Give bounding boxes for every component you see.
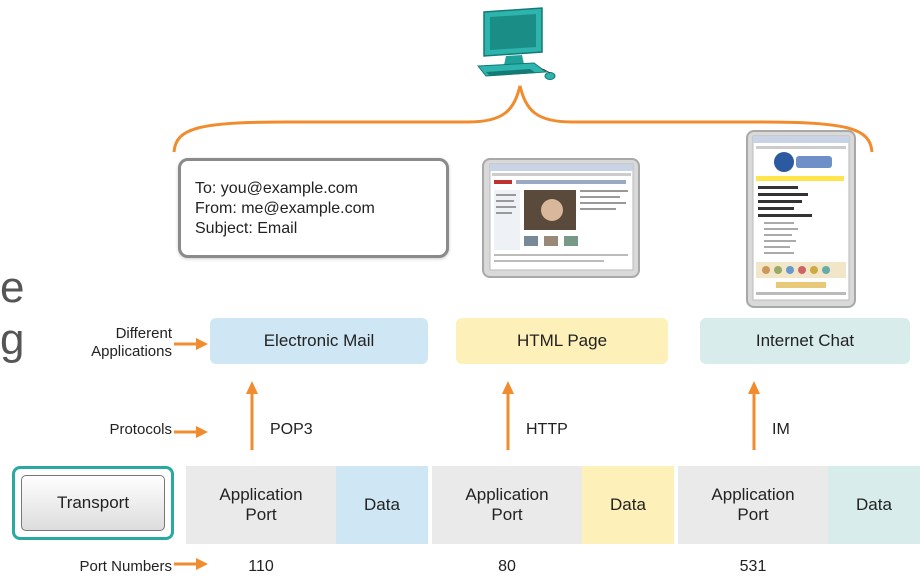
arrow-right-icon <box>174 338 208 350</box>
clipped-text-line-1: e <box>0 263 25 312</box>
segment-port-field: Application Port <box>186 466 336 544</box>
email-card: To: you@example.com From: me@example.com… <box>178 158 449 258</box>
segment-data-field: Data <box>582 466 674 544</box>
arrow-up-icon <box>748 381 760 450</box>
grouping-brace <box>172 85 874 153</box>
protocol-label-im: IM <box>772 421 790 438</box>
web-browser-thumbnail <box>482 158 640 278</box>
arrow-up-icon <box>502 381 514 450</box>
label-applications-line-2: Applications <box>91 343 172 360</box>
segment-port-label-line-1: Application <box>465 485 549 504</box>
segment-chat: Application Port Data <box>678 466 920 544</box>
protocol-label-pop3: POP3 <box>270 421 313 438</box>
application-box-email: Electronic Mail <box>210 318 428 364</box>
email-from-line: From: me@example.com <box>195 200 375 217</box>
port-number-http: 80 <box>498 558 516 575</box>
label-port-numbers: Port Numbers <box>79 558 172 575</box>
clipped-text-line-2: g <box>0 315 25 364</box>
transport-label-text: Transport <box>56 493 130 512</box>
label-protocols: Protocols <box>109 421 172 438</box>
port-number-email: 110 <box>248 558 274 575</box>
port-number-chat: 531 <box>739 558 767 575</box>
transport-label: Transport <box>21 475 165 531</box>
application-box-chat: Internet Chat <box>700 318 910 364</box>
segment-html: Application Port Data <box>432 466 674 544</box>
computer-icon <box>477 7 556 80</box>
transport-layer-badge: Transport <box>12 466 174 540</box>
segment-port-label-line-2: Port <box>491 505 523 524</box>
segment-port-label-line-1: Application <box>219 485 303 504</box>
arrow-up-icon <box>246 381 258 450</box>
segment-email: Application Port Data <box>186 466 428 544</box>
segment-data-field: Data <box>336 466 428 544</box>
label-applications: Different Applications <box>40 325 172 361</box>
segment-port-label-line-2: Port <box>737 505 769 524</box>
segment-port-field: Application Port <box>678 466 828 544</box>
application-box-html: HTML Page <box>456 318 668 364</box>
chat-client-thumbnail <box>746 130 856 308</box>
segment-port-field: Application Port <box>432 466 582 544</box>
email-subject-line: Subject: Email <box>195 220 298 237</box>
segment-data-field: Data <box>828 466 920 544</box>
email-to-line: To: you@example.com <box>195 180 358 197</box>
arrow-right-icon <box>174 426 208 438</box>
protocol-label-http: HTTP <box>526 421 568 438</box>
label-applications-line-1: Different <box>115 325 172 342</box>
segment-port-label-line-1: Application <box>711 485 795 504</box>
segment-port-label-line-2: Port <box>245 505 277 524</box>
arrow-right-icon <box>174 558 208 570</box>
